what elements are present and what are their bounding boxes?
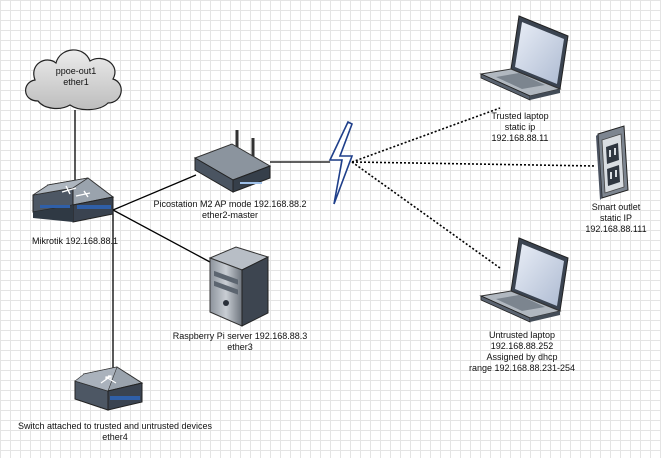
raspberry-label: Raspberry Pi server 192.168.88.3 ether3 [165,331,315,353]
switch-label-line1: Switch attached to trusted and untrusted… [17,421,213,431]
picostation-label-line2: ether2-master [201,210,259,220]
wireless-links [351,107,597,269]
switch-icon [74,366,144,411]
smart-outlet-label-line2: static IP [599,213,632,223]
smart-outlet-label-line3: 192.168.88.111 [585,224,647,234]
wifi-link-trusted-laptop [351,107,501,163]
cloud-icon [25,49,122,111]
wifi-link-smart-outlet [351,161,597,167]
cloud-label: ppoe-out1 ether1 [38,66,114,88]
untrusted-laptop-icon [479,237,569,323]
smart-outlet-icon [596,125,629,200]
link-mikrotik-picostation [112,174,197,211]
picostation-label: Picostation M2 AP mode 192.168.88.2 ethe… [150,199,310,221]
switch-label: Switch attached to trusted and untrusted… [5,421,225,443]
trusted-laptop-label: Trusted laptop static ip 192.168.88.11 [480,111,560,144]
switch-label-line2: ether4 [102,432,128,442]
raspberry-label-line1: Raspberry Pi server 192.168.88.3 [172,331,308,341]
wireless-lightning-icon [328,120,354,205]
cloud-label-line1: ppoe-out1 [55,66,97,76]
trusted-laptop-label-line1: Trusted laptop [491,111,549,121]
mikrotik-router-icon [32,177,115,223]
untrusted-laptop-label-line1: Untrusted laptop [488,330,556,340]
trusted-laptop-icon [479,15,569,101]
picostation-icon [193,130,272,193]
untrusted-laptop-label-line3: Assigned by dhcp [486,352,558,362]
connections [74,110,330,378]
server-tower-icon [208,246,270,327]
mikrotik-label-line1: Mikrotik 192.168.88.1 [31,236,119,246]
mikrotik-label: Mikrotik 192.168.88.1 [20,236,130,247]
cloud-label-line2: ether1 [63,77,89,87]
trusted-laptop-label-line3: 192.168.88.11 [491,133,549,143]
untrusted-laptop-label: Untrusted laptop 192.168.88.252 Assigned… [462,330,582,374]
untrusted-laptop-label-line2: 192.168.88.252 [490,341,554,351]
smart-outlet-label-line1: Smart outlet [591,202,641,212]
trusted-laptop-label-line2: static ip [504,122,536,132]
raspberry-label-line2: ether3 [227,342,253,352]
untrusted-laptop-label-line4: range 192.168.88.231-254 [468,363,576,373]
smart-outlet-label: Smart outlet static IP 192.168.88.111 [576,202,656,235]
picostation-label-line1: Picostation M2 AP mode 192.168.88.2 [153,199,307,209]
wifi-link-untrusted-laptop [351,161,501,269]
link-mikrotik-raspberry [112,209,211,263]
